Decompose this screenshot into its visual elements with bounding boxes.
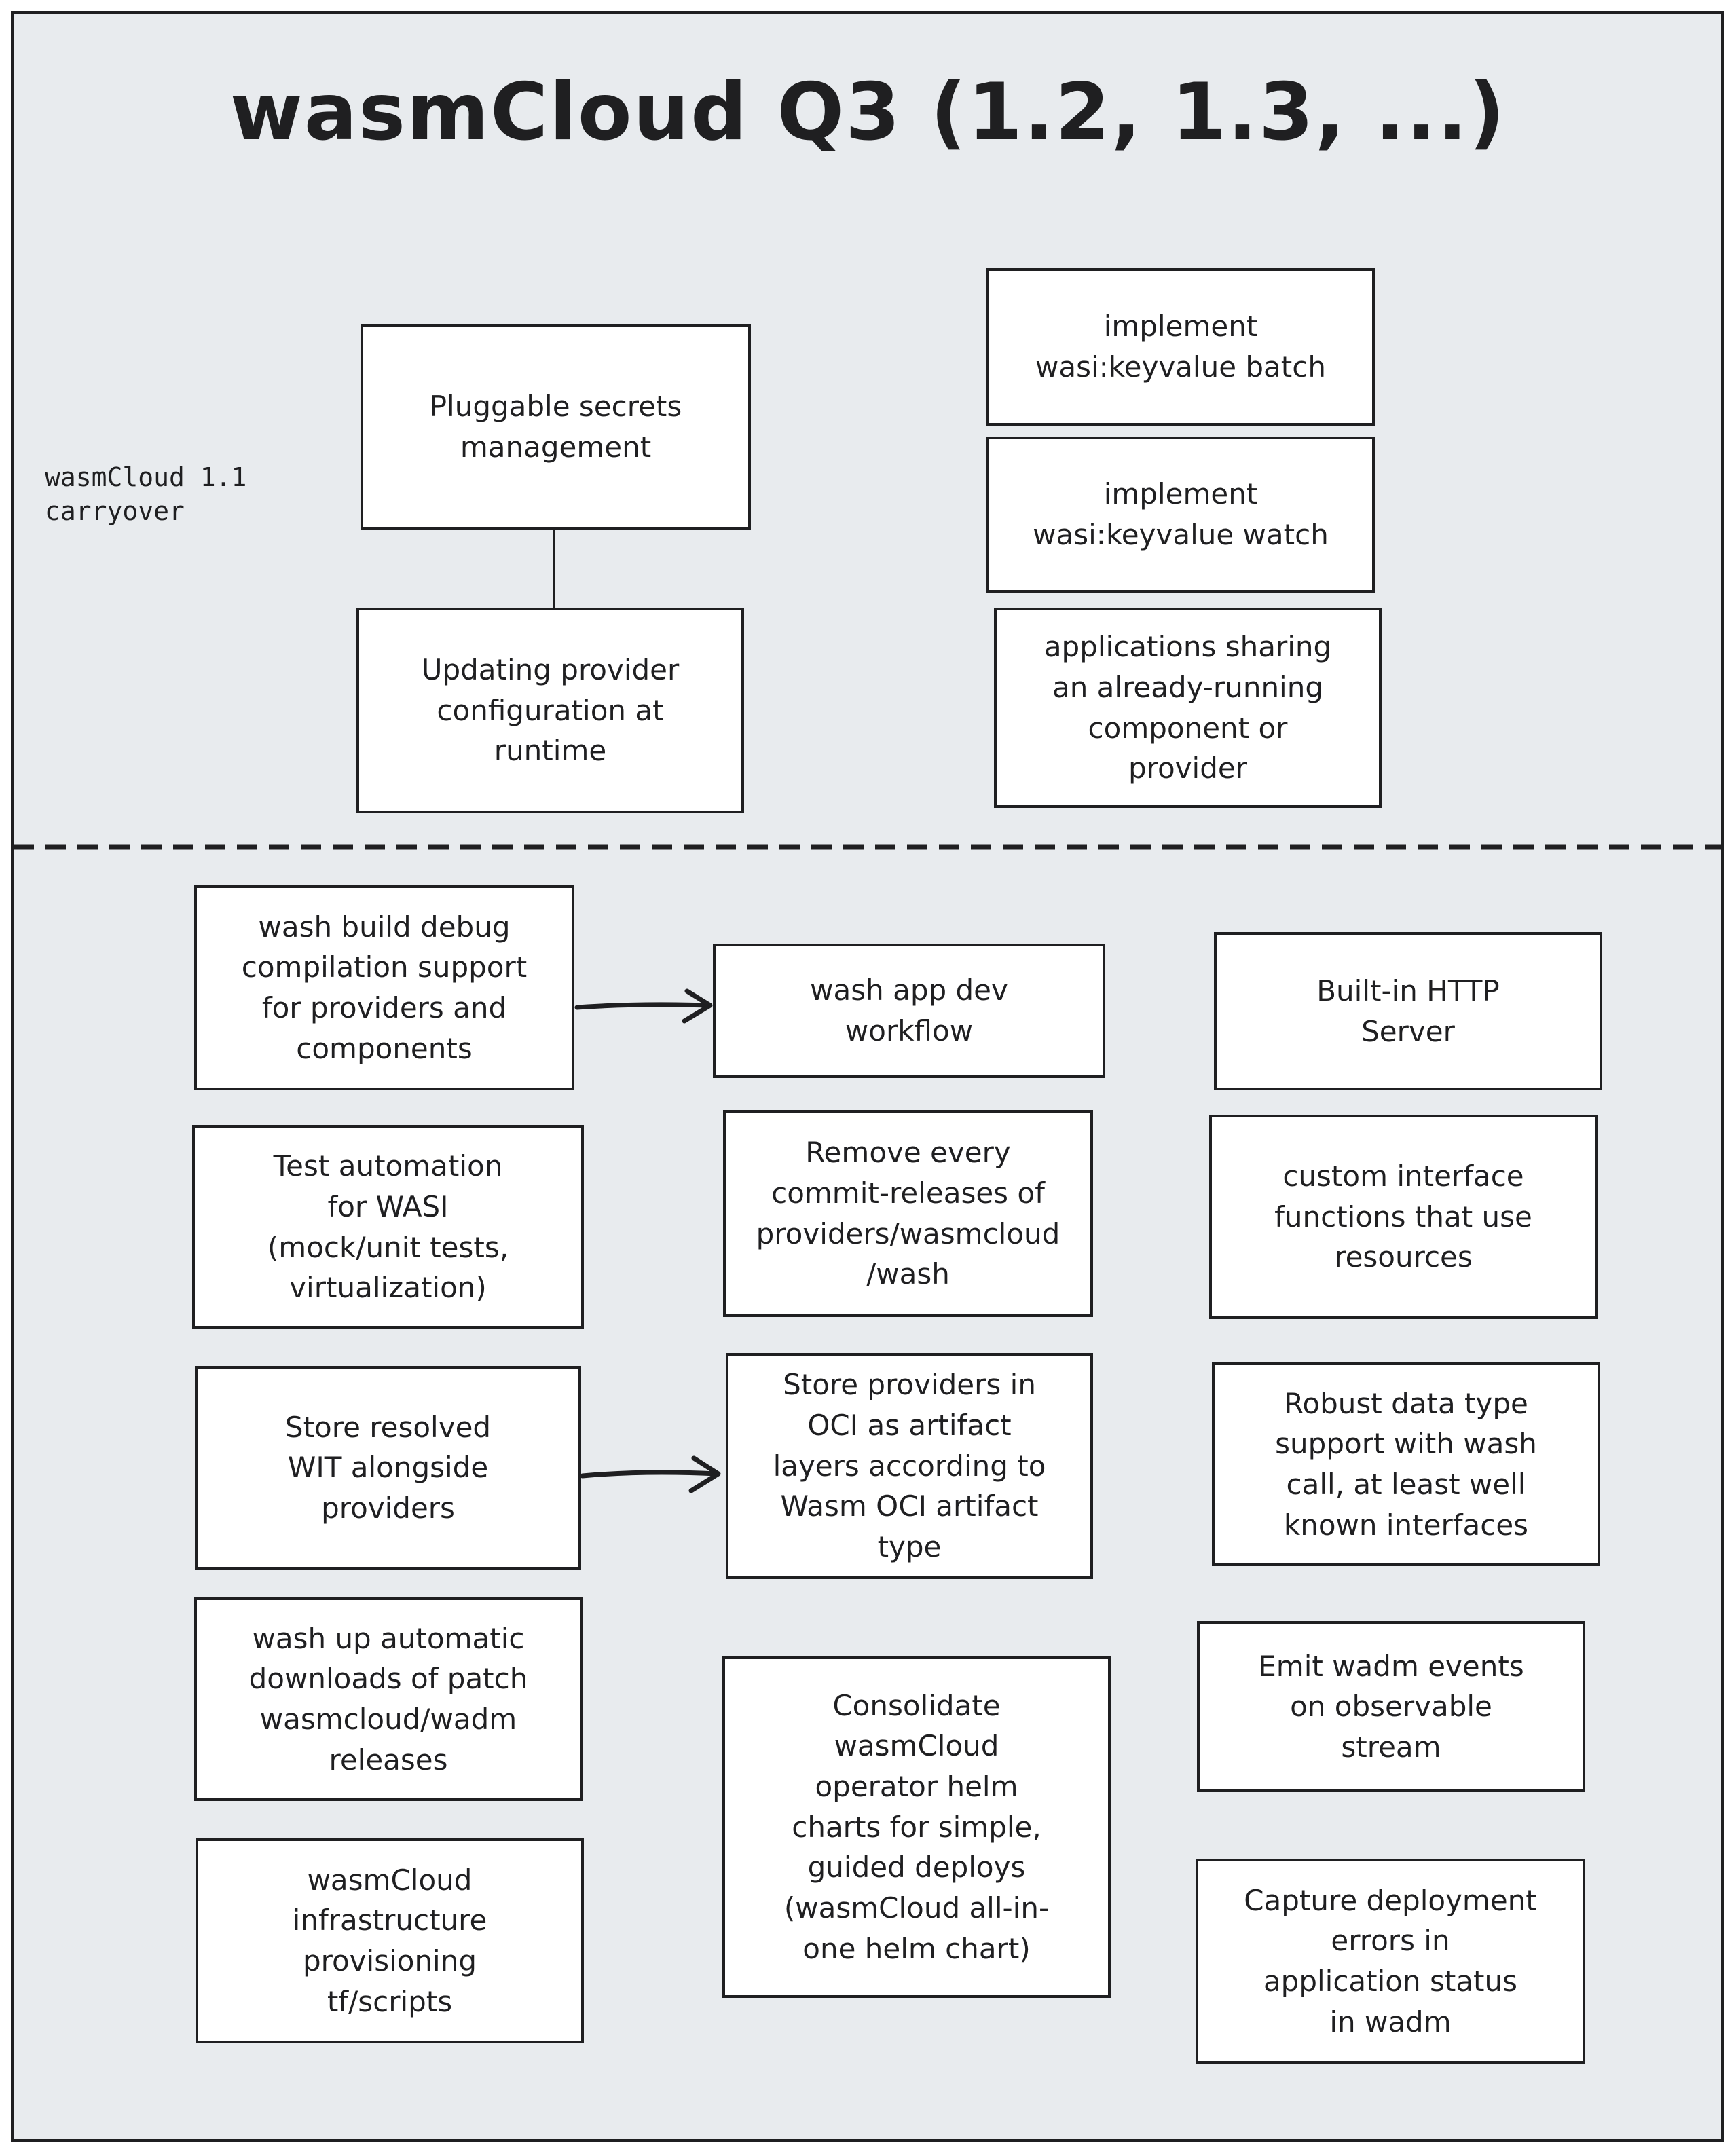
node-text: wash up automatic downloads of patch was… — [248, 1621, 528, 1777]
node-wasi-keyvalue-watch: implement wasi:keyvalue watch — [986, 437, 1375, 593]
node-text: wasmCloud infrastructure provisioning tf… — [292, 1863, 487, 2018]
node-wash-app-dev-workflow: wash app dev workflow — [713, 944, 1105, 1078]
node-text: wash build debug compilation support for… — [241, 910, 528, 1065]
node-provider-config-runtime: Updating provider configuration at runti… — [356, 608, 744, 813]
node-consolidate-helm-charts: Consolidate wasmCloud operator helm char… — [722, 1656, 1111, 1998]
node-text: Test automation for WASI (mock/unit test… — [267, 1149, 509, 1305]
node-infrastructure-provisioning: wasmCloud infrastructure provisioning tf… — [196, 1838, 584, 2043]
node-applications-sharing: applications sharing an already-running … — [994, 608, 1382, 808]
carryover-label: wasmCloud 1.1 carryover — [45, 462, 247, 527]
arrow-store-wit-to-oci — [580, 1455, 721, 1493]
node-wash-up-auto-downloads: wash up automatic downloads of patch was… — [194, 1597, 583, 1801]
dashed-separator-line — [14, 844, 1722, 850]
node-text: Robust data type support with wash call,… — [1275, 1386, 1537, 1542]
node-text: custom interface functions that use reso… — [1274, 1159, 1532, 1274]
node-store-providers-oci: Store providers in OCI as artifact layer… — [726, 1353, 1093, 1579]
node-text: applications sharing an already-running … — [1044, 630, 1332, 785]
node-robust-data-types: Robust data type support with wash call,… — [1212, 1362, 1600, 1566]
node-builtin-http-server: Built-in HTTP Server — [1214, 932, 1602, 1090]
diagram-title: wasmCloud Q3 (1.2, 1.3, ...) — [229, 67, 1507, 158]
connector-pluggable-to-updating — [553, 530, 555, 610]
node-test-automation-wasi: Test automation for WASI (mock/unit test… — [192, 1125, 584, 1329]
node-text: wash app dev workflow — [810, 973, 1008, 1047]
node-text: Capture deployment errors in application… — [1244, 1883, 1537, 2039]
node-store-resolved-wit: Store resolved WIT alongside providers — [195, 1366, 581, 1570]
node-text: Updating provider configuration at runti… — [421, 653, 680, 768]
node-wash-build-debug: wash build debug compilation support for… — [194, 885, 574, 1090]
node-text: implement wasi:keyvalue batch — [1035, 310, 1326, 384]
node-text: Pluggable secrets management — [429, 390, 682, 464]
node-text: Built-in HTTP Server — [1316, 973, 1500, 1048]
node-remove-commit-releases: Remove every commit-releases of provider… — [723, 1110, 1093, 1317]
node-text: Emit wadm events on observable stream — [1258, 1649, 1524, 1764]
node-pluggable-secrets: Pluggable secrets management — [361, 324, 751, 530]
node-text: implement wasi:keyvalue watch — [1033, 477, 1329, 551]
node-text: Store providers in OCI as artifact layer… — [773, 1368, 1046, 1563]
node-text: Store resolved WIT alongside providers — [284, 1410, 492, 1525]
arrow-wash-build-to-app-dev — [574, 988, 713, 1024]
node-emit-wadm-events: Emit wadm events on observable stream — [1197, 1621, 1585, 1792]
node-capture-deployment-errors: Capture deployment errors in application… — [1196, 1859, 1585, 2064]
node-wasi-keyvalue-batch: implement wasi:keyvalue batch — [986, 268, 1375, 426]
node-text: Consolidate wasmCloud operator helm char… — [783, 1688, 1050, 1965]
node-custom-interface-resources: custom interface functions that use reso… — [1209, 1115, 1598, 1319]
node-text: Remove every commit-releases of provider… — [756, 1136, 1060, 1291]
